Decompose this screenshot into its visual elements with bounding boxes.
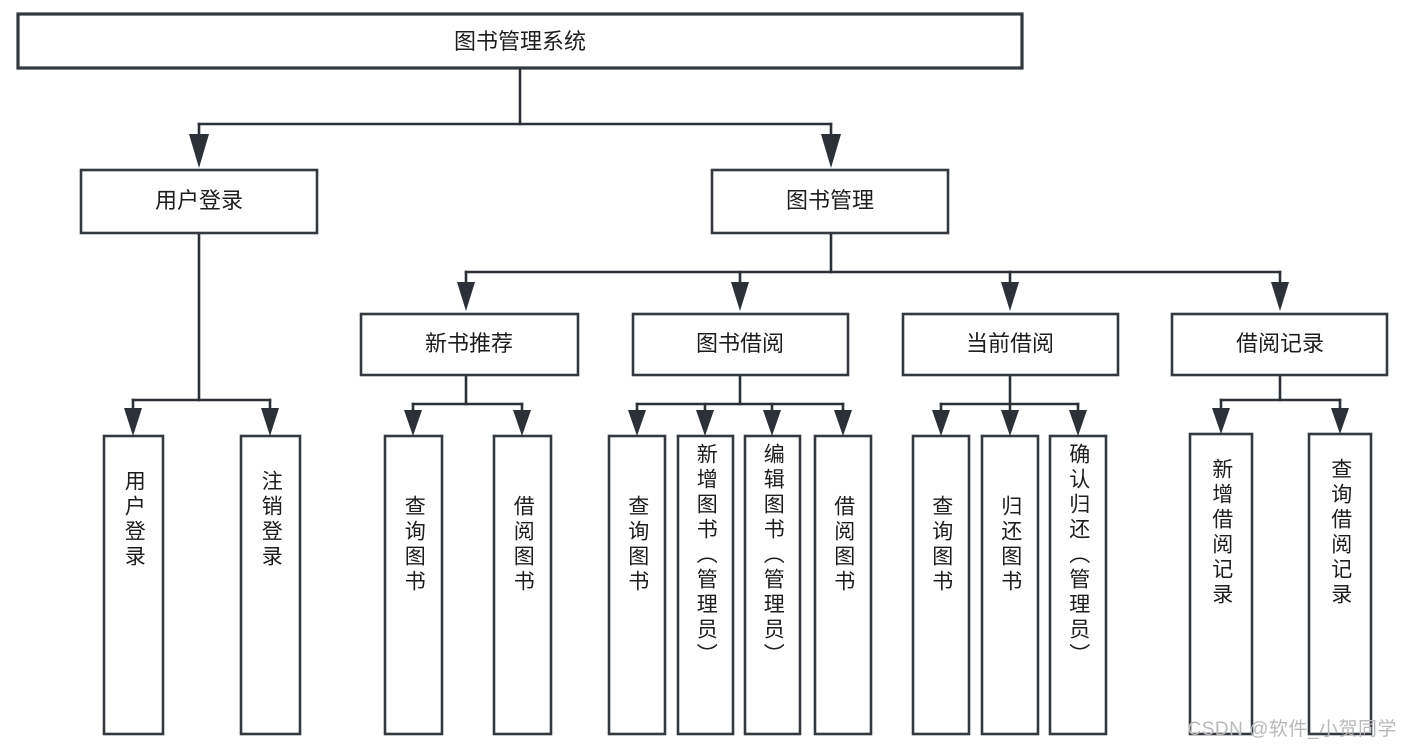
connector-group-borrow-record <box>1212 373 1349 434</box>
arrow-head-user-login <box>189 134 209 168</box>
connector-group-current-borrow <box>932 373 1087 436</box>
node-book-manage-label: 图书管理 <box>786 188 874 213</box>
node-new-book-recommend-label: 新书推荐 <box>425 331 513 356</box>
node-book-manage[interactable]: 图书管理 <box>710 168 950 235</box>
arrow-head-level3-2 <box>731 282 749 311</box>
node-book-manage-box[interactable] <box>710 168 950 235</box>
node-user-login[interactable]: 用户登录 <box>79 168 319 235</box>
node-borrow-record-label: 借阅记录 <box>1236 331 1324 356</box>
node-current-borrow-box[interactable] <box>901 312 1120 377</box>
node-new-book-recommend[interactable]: 新书推荐 <box>359 312 580 377</box>
arrow-head-level3-4 <box>1271 282 1289 311</box>
node-book-borrow[interactable]: 图书借阅 <box>631 312 850 377</box>
leaf-box-record-2[interactable] <box>1307 432 1373 736</box>
node-user-login-box[interactable] <box>79 168 319 235</box>
leaf-box-newbook-1[interactable] <box>383 434 444 736</box>
leaf-box-current-3[interactable] <box>1048 434 1108 736</box>
leaf-box-current-2[interactable] <box>980 434 1040 736</box>
arrow-head-leaf-user-2 <box>261 408 279 436</box>
connector-group-root <box>189 66 841 168</box>
watermark-text: CSDN @软件_小贺同学 <box>1187 719 1397 740</box>
arrow-head-leaf-current-1 <box>932 410 950 436</box>
arrow-head-leaf-newbook-1 <box>404 410 422 436</box>
leaf-box-newbook-2[interactable] <box>492 434 553 736</box>
node-new-book-recommend-box[interactable] <box>359 312 580 377</box>
node-book-borrow-label: 图书借阅 <box>696 331 784 356</box>
leaf-box-user-login-2[interactable] <box>239 434 302 736</box>
leaf-box-current-1[interactable] <box>911 434 971 736</box>
arrow-head-leaf-newbook-2 <box>513 410 531 436</box>
connector-group-new-book <box>404 373 531 436</box>
arrow-head-leaf-borrow-3 <box>763 410 781 436</box>
node-borrow-record-box[interactable] <box>1170 312 1389 377</box>
leaf-box-borrow-3[interactable] <box>743 434 802 736</box>
leaf-box-borrow-1[interactable] <box>607 434 667 736</box>
node-current-borrow-label: 当前借阅 <box>966 331 1054 356</box>
leaf-box-borrow-2[interactable] <box>676 434 735 736</box>
arrow-head-book-manage <box>821 134 841 168</box>
arrow-head-leaf-borrow-1 <box>628 410 646 436</box>
leaf-box-borrow-4[interactable] <box>813 434 873 736</box>
arrow-head-leaf-record-1 <box>1212 408 1230 434</box>
connector-group-book-borrow <box>628 373 852 436</box>
node-root-system-label: 图书管理系统 <box>454 29 586 54</box>
node-root-system[interactable]: 图书管理系统 <box>16 12 1024 70</box>
arrow-head-leaf-borrow-2 <box>696 410 714 436</box>
arrow-head-leaf-borrow-4 <box>834 410 852 436</box>
connector-group-book-manage <box>457 231 1289 311</box>
node-borrow-record[interactable]: 借阅记录 <box>1170 312 1389 377</box>
node-current-borrow[interactable]: 当前借阅 <box>901 312 1120 377</box>
arrow-head-level3-3 <box>1001 282 1019 311</box>
arrow-head-leaf-current-2 <box>1001 410 1019 436</box>
arrow-head-level3-1 <box>457 282 475 311</box>
arrow-head-leaf-current-3 <box>1069 410 1087 436</box>
connector-group-user-login <box>124 231 279 436</box>
node-user-login-label: 用户登录 <box>155 188 243 213</box>
node-root-system-box[interactable] <box>16 12 1024 70</box>
arrow-head-leaf-user-1 <box>124 408 142 436</box>
arrow-head-leaf-record-2 <box>1331 408 1349 434</box>
leaf-box-user-login-1[interactable] <box>102 434 165 736</box>
node-book-borrow-box[interactable] <box>631 312 850 377</box>
leaf-box-record-1[interactable] <box>1188 432 1254 736</box>
